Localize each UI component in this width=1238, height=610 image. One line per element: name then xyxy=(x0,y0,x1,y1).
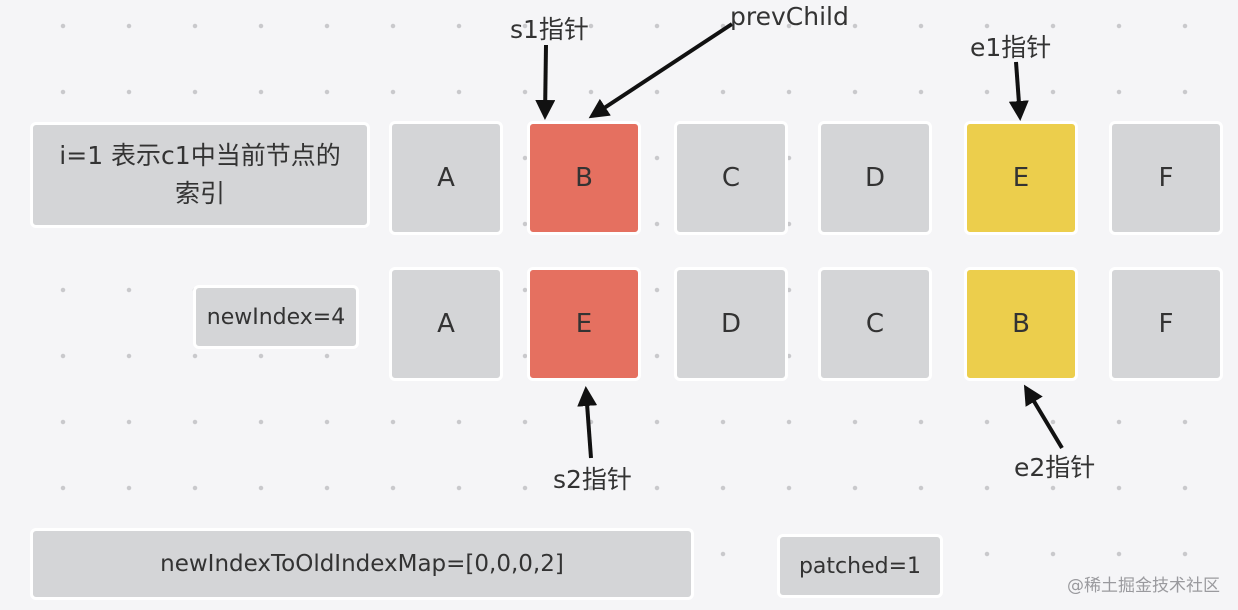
s2-arrow xyxy=(577,386,598,459)
old-node-b: B xyxy=(527,121,641,235)
prev-child-arrow xyxy=(588,22,734,119)
old-node-c: C xyxy=(674,121,788,235)
index-map-box: newIndexToOldIndexMap=[0,0,0,2] xyxy=(30,528,694,600)
s2-pointer-label: s2指针 xyxy=(553,465,632,494)
e2-arrow xyxy=(1023,384,1064,450)
old-node-f: F xyxy=(1109,121,1223,235)
new-node-b: B xyxy=(964,267,1078,381)
e2-pointer-label: e2指针 xyxy=(1014,453,1096,482)
old-node-d: D xyxy=(818,121,932,235)
new-node-e: E xyxy=(527,267,641,381)
s1-arrow xyxy=(535,44,556,120)
old-node-a: A xyxy=(389,121,503,235)
new-node-f: F xyxy=(1109,267,1223,381)
s1-pointer-label: s1指针 xyxy=(510,15,589,44)
new-node-a: A xyxy=(389,267,503,381)
current-index-info-box: i=1 表示c1中当前节点的索引 xyxy=(30,122,370,228)
e1-arrow xyxy=(1008,61,1029,121)
new-node-c: C xyxy=(818,267,932,381)
new-index-box: newIndex=4 xyxy=(193,285,359,349)
new-node-d: D xyxy=(674,267,788,381)
prev-child-label: prevChild xyxy=(730,2,849,31)
old-node-e: E xyxy=(964,121,1078,235)
patched-count-box: patched=1 xyxy=(777,534,943,598)
watermark: @稀土掘金技术社区 xyxy=(1067,576,1220,596)
e1-pointer-label: e1指针 xyxy=(970,33,1052,62)
